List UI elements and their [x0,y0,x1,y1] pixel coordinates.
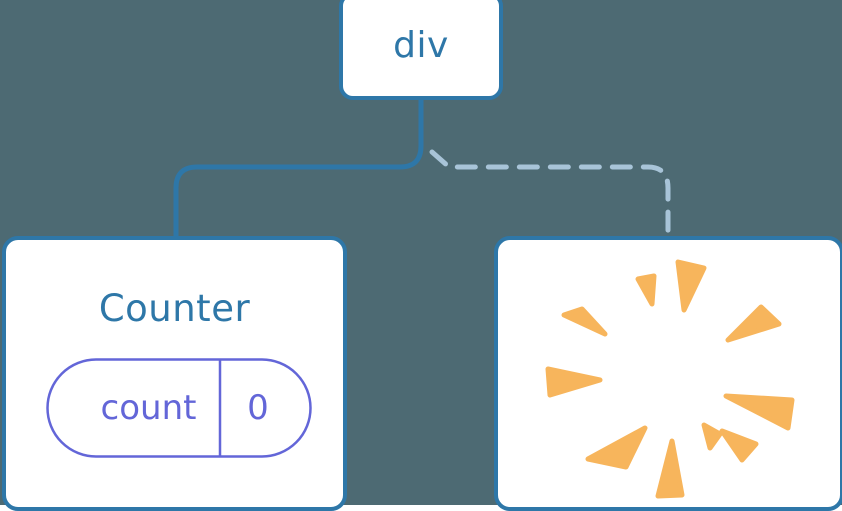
node-counter[interactable]: Counter count 0 [2,236,347,511]
prop-name: count [100,388,197,428]
ray-n-large [675,259,707,313]
ray-w [545,366,603,398]
ray-sw [585,425,648,470]
ray-s [655,438,685,499]
prop-pill[interactable]: count 0 [46,358,312,458]
sparkle-burst-icon [545,259,795,499]
prop-pill-outline [46,358,312,458]
ray-ne [725,304,782,343]
ray-nw [561,306,608,337]
node-div[interactable]: div [339,0,503,100]
edge-root-to-counter [173,97,424,243]
edge-root-to-burst [429,149,671,243]
node-div-label: div [393,25,449,66]
ray-se-small [701,422,723,451]
ray-e [723,393,795,431]
node-burst[interactable] [494,236,842,511]
ray-se [719,428,759,463]
prop-value: 0 [247,388,269,428]
node-counter-label: Counter [98,287,251,330]
ray-n-small [635,273,657,307]
prop-pill-shape [46,358,312,458]
